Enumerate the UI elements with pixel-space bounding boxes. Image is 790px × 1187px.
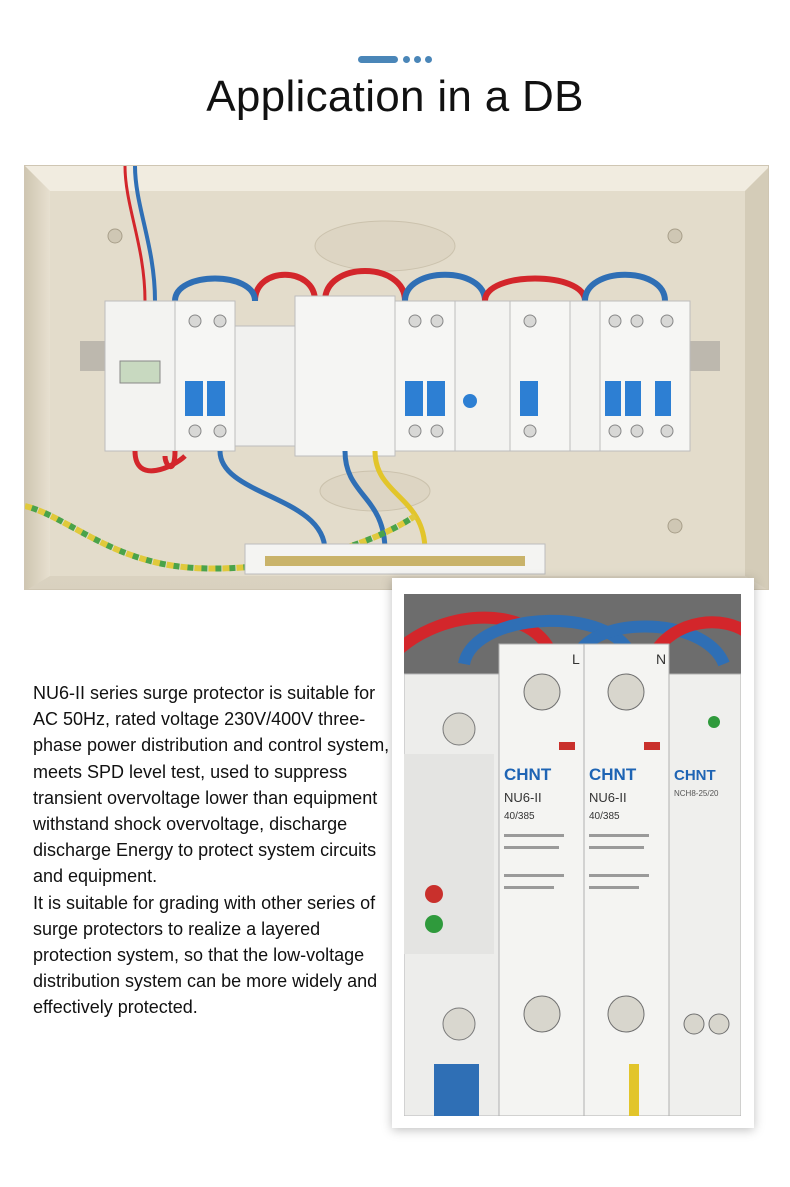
description-paragraph-1: NU6-II series surge protector is suitabl… (33, 683, 390, 887)
model-label-l: NU6-II (504, 790, 542, 805)
decorative-dots (358, 56, 448, 66)
brand-logo-l: CHNT (504, 765, 552, 784)
page-title: Application in a DB (206, 72, 584, 121)
terminal-l-label: L (572, 651, 580, 667)
surge-protector-closeup-photo: L N CHNT CHNT NU6-II NU6-II 40/385 40/38… (392, 578, 754, 1128)
brand-logo-right: CHNT (674, 767, 716, 784)
neighbor-model-label: NCH8-25/20 (674, 789, 719, 798)
distribution-box-photo (24, 165, 769, 590)
terminal-n-label: N (656, 651, 666, 667)
model-label-n: NU6-II (589, 790, 627, 805)
rating-label-n: 40/385 (589, 811, 620, 822)
product-description: NU6-II series surge protector is suitabl… (33, 680, 393, 1021)
rating-label-l: 40/385 (504, 811, 535, 822)
description-paragraph-2: It is suitable for grading with other se… (33, 892, 378, 1018)
brand-logo-n: CHNT (589, 765, 637, 784)
